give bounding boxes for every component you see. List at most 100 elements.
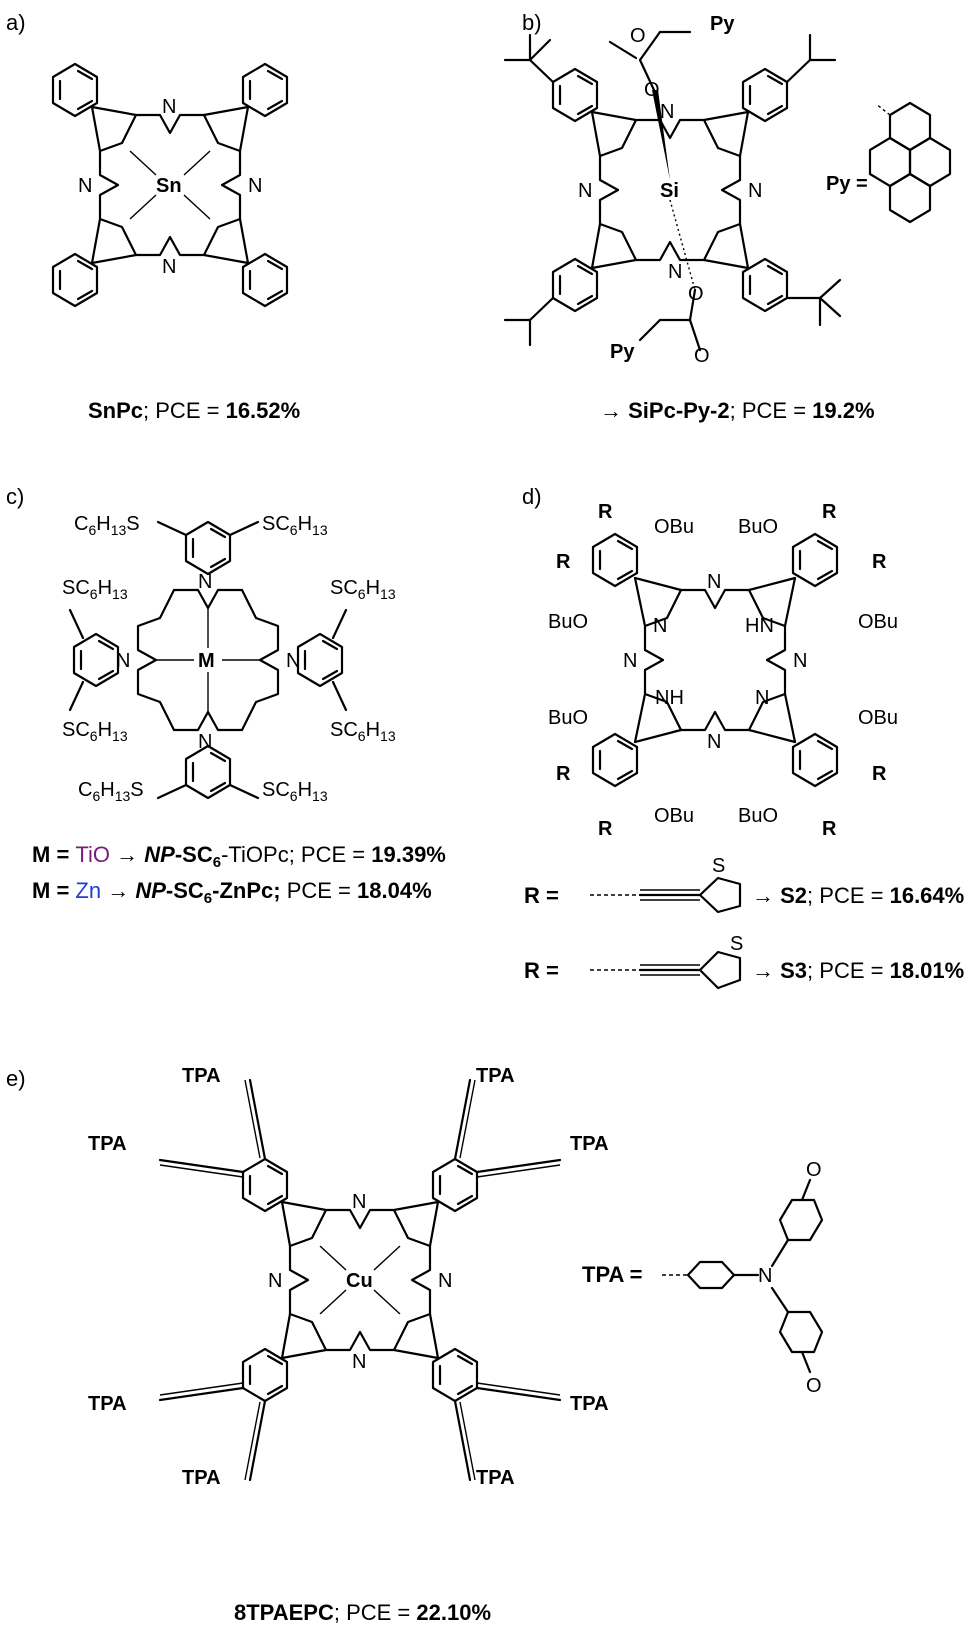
tpa-structure: N O O <box>662 1159 824 1397</box>
sipc-structure: O O O O Py Py N N N N Si <box>503 13 842 367</box>
8tpaepc-structure: N N N N Cu <box>158 1078 562 1482</box>
panel-a: a) N N N N Sn SnPc; PCE = 16.5 <box>6 10 300 423</box>
sc6h13-group: SC6H13 <box>330 719 396 744</box>
n-atom: N <box>198 731 212 753</box>
o-atom: O <box>644 79 660 101</box>
tpa-label: TPA <box>182 1467 221 1489</box>
panel-b: b) <box>503 10 952 423</box>
n-atom: N <box>668 261 682 283</box>
o-atom: O <box>806 1375 822 1397</box>
n-atom: N <box>707 731 721 753</box>
tpa-definition: TPA = <box>582 1262 643 1287</box>
np-sc6-mpc-structure: N N N N M <box>68 520 348 800</box>
sc6h13-group: SC6H13 <box>262 779 328 804</box>
sc6h13-group: SC6H13 <box>62 577 128 602</box>
n-atom: N <box>755 687 769 709</box>
n-atom: N <box>352 1191 366 1213</box>
tiopc-caption: M = TiO → NP-SC6-TiOPc; PCE = 19.39% <box>32 842 446 871</box>
znpc-caption: M = Zn → NP-SC6-ZnPc; PCE = 18.04% <box>32 878 432 907</box>
s2-caption: → S2; PCE = 16.64% <box>752 883 964 908</box>
buo-group: BuO <box>548 611 588 633</box>
r-group: R <box>556 763 571 785</box>
n-atom: N <box>286 650 300 672</box>
tpa-label: TPA <box>476 1065 515 1087</box>
sc6h13-group: C6H13S <box>78 779 144 804</box>
n-atom: N <box>162 96 176 118</box>
tpa-label: TPA <box>182 1065 221 1087</box>
n-atom: N <box>748 180 762 202</box>
n-atom: N <box>438 1270 452 1292</box>
panel-d-label: d) <box>522 484 542 509</box>
sc6h13-group: SC6H13 <box>62 719 128 744</box>
r-definition: R = <box>524 883 559 908</box>
buo-group: BuO <box>738 516 778 538</box>
tpa-label: TPA <box>88 1393 127 1415</box>
panel-c: c) N N N N M C6H13S SC6H13 SC <box>6 484 446 907</box>
panel-b-label: b) <box>522 10 542 35</box>
metal-center-m: M <box>198 650 215 672</box>
panel-e-label: e) <box>6 1066 26 1091</box>
py-definition: Py = <box>826 173 868 195</box>
snpc-structure: N N N N Sn <box>51 62 289 308</box>
sulfur-atom: S <box>730 933 743 955</box>
n-atom: N <box>352 1351 366 1373</box>
r-group: R <box>872 763 887 785</box>
panel-a-label: a) <box>6 10 26 35</box>
py-label: Py <box>710 13 735 35</box>
tpa-label: TPA <box>570 1393 609 1415</box>
r-group: R <box>822 501 837 523</box>
metal-center-si: Si <box>660 180 679 202</box>
r-definition: R = <box>524 958 559 983</box>
n-atom: N <box>623 650 637 672</box>
r-group: R <box>598 501 613 523</box>
sulfur-atom: S <box>712 855 725 877</box>
metal-center-cu: Cu <box>346 1270 373 1292</box>
n-atom: N <box>707 571 721 593</box>
o-atom: O <box>806 1159 822 1181</box>
panel-e: e) <box>6 1065 824 1625</box>
nh-atom: NH <box>655 687 684 709</box>
buo-group: BuO <box>738 805 778 827</box>
obu-group: OBu <box>654 805 694 827</box>
hn-atom: HN <box>745 615 774 637</box>
py-label: Py <box>610 341 635 363</box>
n-atom: N <box>116 650 130 672</box>
n-atom: N <box>653 615 667 637</box>
r-group: R <box>556 551 571 573</box>
panel-c-label: c) <box>6 484 24 509</box>
n-atom: N <box>660 101 674 123</box>
obu-group: OBu <box>858 707 898 729</box>
panel-d: d) N N N N N HN NH N OBu BuO BuO <box>522 484 964 990</box>
obu-group: OBu <box>858 611 898 633</box>
n-atom: N <box>793 650 807 672</box>
r-group: R <box>872 551 887 573</box>
n-atom: N <box>78 175 92 197</box>
obu-group: OBu <box>654 516 694 538</box>
pyrene-structure <box>868 101 952 224</box>
o-atom: O <box>688 283 704 305</box>
sc6h13-group: SC6H13 <box>262 513 328 538</box>
n-atom: N <box>758 1265 772 1287</box>
n-atom: N <box>268 1270 282 1292</box>
sipc-caption: → SiPc-Py-2; PCE = 19.2% <box>600 398 875 423</box>
n-atom: N <box>248 175 262 197</box>
sc6h13-group: C6H13S <box>74 513 140 538</box>
s-series-structure: N N N N N HN NH N <box>591 532 839 788</box>
metal-center-sn: Sn <box>156 175 182 197</box>
8tpaepc-caption: 8TPAEPC; PCE = 22.10% <box>234 1600 491 1625</box>
buo-group: BuO <box>548 707 588 729</box>
tpa-label: TPA <box>570 1133 609 1155</box>
n-atom: N <box>198 571 212 593</box>
o-atom: O <box>630 25 646 47</box>
tpa-label: TPA <box>476 1467 515 1489</box>
o-atom: O <box>694 345 710 367</box>
s3-caption: → S3; PCE = 18.01% <box>752 958 964 983</box>
n-atom: N <box>162 256 176 278</box>
sc6h13-group: SC6H13 <box>330 577 396 602</box>
snpc-caption: SnPc; PCE = 16.52% <box>88 398 300 423</box>
tpa-label: TPA <box>88 1133 127 1155</box>
n-atom: N <box>578 180 592 202</box>
r-group: R <box>822 818 837 840</box>
r-group: R <box>598 818 613 840</box>
